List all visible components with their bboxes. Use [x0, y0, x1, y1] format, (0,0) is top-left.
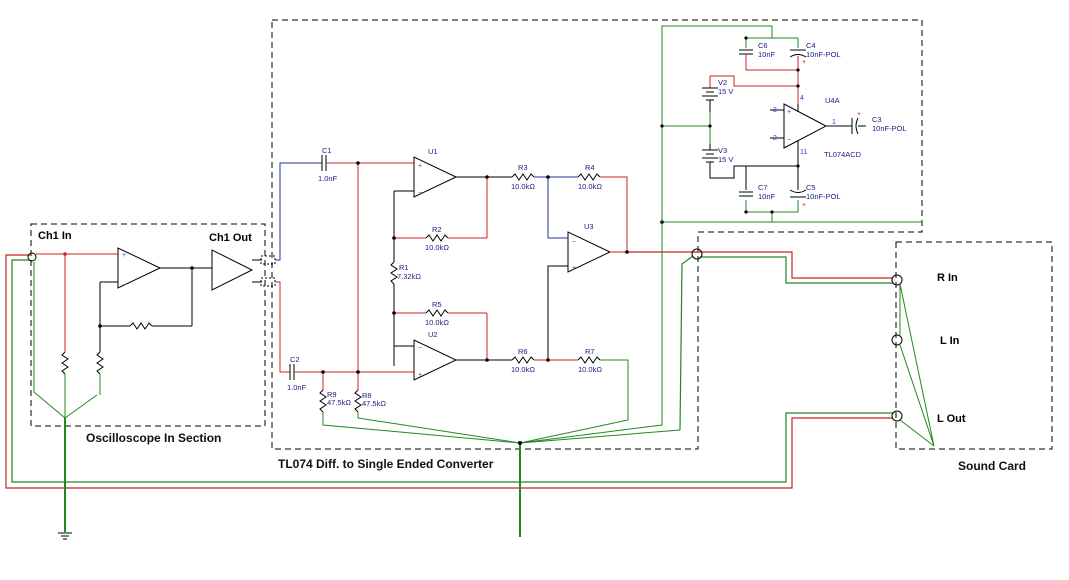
c3-name: C3: [872, 115, 882, 124]
c6-name: C6: [758, 41, 768, 50]
oscilloscope-section-box: [30, 223, 266, 427]
oscilloscope-section-title: Oscilloscope In Section: [86, 431, 221, 445]
r-in-label: R In: [937, 272, 958, 284]
l-in-connector: [891, 334, 903, 346]
r6-name: R6: [518, 347, 528, 356]
u3-label: U3: [584, 222, 594, 231]
svg-text:+: +: [802, 59, 806, 66]
r5-value: 10.0kΩ: [425, 318, 449, 327]
ch1-in-connector: [27, 252, 37, 262]
ch1-in-label: Ch1 In: [38, 230, 72, 242]
l-out-label: L Out: [937, 413, 966, 425]
wire-ch1-red-loop: [5, 254, 893, 489]
r4-value: 10.0kΩ: [578, 182, 602, 191]
opamp-u2: [413, 339, 458, 381]
svg-text:+: +: [802, 202, 806, 209]
c7-name: C7: [758, 183, 768, 192]
svg-text:+: +: [122, 252, 126, 259]
svg-text:+: +: [418, 163, 422, 170]
sound-card-title: Sound Card: [958, 459, 1026, 473]
r5-name: R5: [432, 300, 442, 309]
converter-output-connector: [691, 248, 703, 260]
opamp-u1: [413, 156, 458, 198]
wire-out-green: [700, 256, 893, 284]
c2-value: 1.0nF: [287, 383, 307, 392]
c5-name: C5: [806, 183, 816, 192]
pin-1: 1: [832, 119, 836, 126]
c4-name: C4: [806, 41, 816, 50]
pin-3: 3: [773, 107, 777, 114]
v3-value: 15 V: [718, 155, 733, 164]
r1-value: 7.32kΩ: [397, 272, 421, 281]
pin-11: 11: [800, 149, 807, 156]
r-in-connector: [891, 274, 903, 286]
ch1-out-label: Ch1 Out: [209, 232, 252, 244]
converter-section-title: TL074 Diff. to Single Ended Converter: [278, 457, 494, 471]
svg-text:−: −: [418, 345, 422, 352]
opamp-u3: [567, 231, 612, 273]
r7-value: 10.0kΩ: [578, 365, 602, 374]
sound-card-section-box: [895, 241, 1053, 450]
wire-out-green-2: [679, 255, 694, 431]
c7-value: 10nF: [758, 192, 776, 201]
r3-value: 10.0kΩ: [511, 182, 535, 191]
scope-opamp: [117, 247, 162, 289]
converter-section-box: [271, 19, 923, 450]
svg-text:+: +: [857, 111, 861, 118]
r7-name: R7: [585, 347, 595, 356]
wire-ch1-green-loop: [11, 259, 893, 483]
wire-out-red: [627, 251, 893, 279]
r6-value: 10.0kΩ: [511, 365, 535, 374]
r4-name: R4: [585, 163, 595, 172]
c2-name: C2: [290, 355, 300, 364]
c4-value: 10nF-POL: [806, 50, 841, 59]
u4a-part-label: TL074ACD: [824, 150, 862, 159]
svg-text:−: −: [572, 239, 576, 246]
r3-name: R3: [518, 163, 528, 172]
c1-name: C1: [322, 146, 332, 155]
c3-value: 10nF-POL: [872, 124, 907, 133]
r9-value: 47.5kΩ: [327, 398, 351, 407]
c5-value: 10nF-POL: [806, 192, 841, 201]
pin-4: 4: [800, 95, 804, 102]
svg-text:−: −: [122, 282, 126, 289]
scope-buffer: [211, 249, 254, 291]
u4a-label: U4A: [825, 96, 840, 105]
pin-2: 2: [773, 135, 777, 142]
v2-value: 15 V: [718, 87, 733, 96]
l-in-label: L In: [940, 335, 960, 347]
opamp-u4a: [783, 103, 828, 149]
r8-name: R8: [362, 391, 372, 400]
v2-name: V2: [718, 78, 727, 87]
l-out-connector: [891, 410, 903, 422]
c6-value: 10nF: [758, 50, 776, 59]
v3-name: V3: [718, 146, 727, 155]
r1-name: R1: [399, 263, 409, 272]
svg-text:+: +: [787, 109, 791, 116]
u2-label: U2: [428, 330, 438, 339]
r2-value: 10.0kΩ: [425, 243, 449, 252]
r8-value: 47.5kΩ: [362, 399, 386, 408]
r9-name: R9: [327, 390, 337, 399]
svg-text:+: +: [418, 372, 422, 379]
svg-text:−: −: [787, 137, 791, 144]
svg-text:+: +: [572, 265, 576, 272]
r2-name: R2: [432, 225, 442, 234]
c1-value: 1.0nF: [318, 174, 338, 183]
svg-text:−: −: [418, 190, 422, 197]
u1-label: U1: [428, 147, 438, 156]
